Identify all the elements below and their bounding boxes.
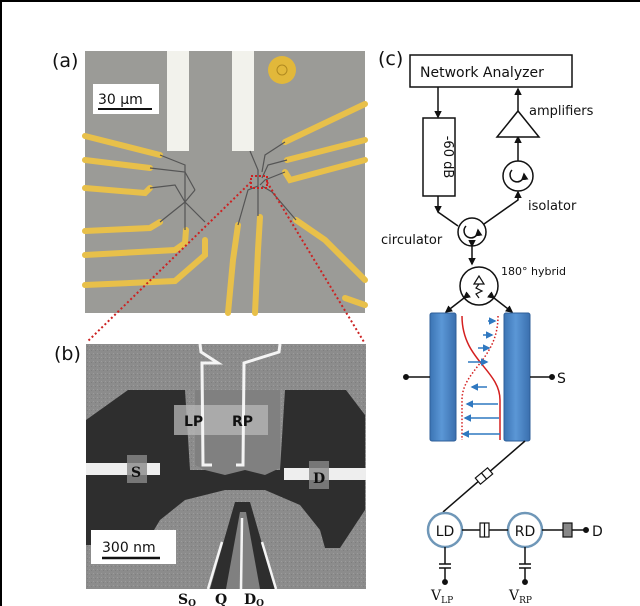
label-d: D — [313, 471, 325, 487]
vrp-label: VRP — [508, 588, 532, 606]
circulator-symbol — [457, 217, 487, 247]
coupling-capacitor — [474, 466, 494, 486]
d-terminal-label: D — [592, 524, 603, 540]
gate-wires — [198, 343, 282, 467]
amplifier-symbol — [495, 109, 541, 138]
fine-leads — [149, 141, 297, 230]
amplifiers-label: amplifiers — [529, 104, 594, 119]
scale-bar-label-a: 30 µm — [98, 92, 143, 108]
label-q: Q — [215, 592, 227, 606]
plunger-rp — [519, 547, 531, 585]
gate-highlight — [174, 405, 268, 435]
isolator-symbol — [502, 160, 534, 192]
label-dq: DQ — [244, 592, 264, 606]
resonator-right — [503, 312, 531, 442]
gold-leads — [82, 101, 368, 316]
source-lead — [86, 463, 160, 475]
panel-label-b: (b) — [54, 343, 81, 365]
label-lp: LP — [184, 414, 203, 430]
plunger-lp — [439, 547, 451, 585]
field-profile-solid — [461, 315, 501, 440]
panel-label-c: (c) — [378, 48, 404, 70]
scale-bar-label-b: 300 nm — [102, 540, 156, 556]
s-terminal-label: S — [557, 371, 566, 387]
vlp-label: VLP — [430, 588, 453, 606]
circulator-label: circulator — [381, 233, 443, 248]
label-sq: SQ — [178, 592, 196, 606]
attenuator-box — [422, 117, 456, 197]
attenuator-label: -60 dB — [440, 136, 455, 179]
rd-label: RD — [515, 524, 536, 540]
panel-a-micrograph: 30 µm — [82, 51, 368, 343]
alignment-dot — [268, 56, 296, 84]
panel-b-sem: LP RP S D 300 nm SQ Q DQ — [86, 343, 366, 606]
bond-pad-left — [167, 51, 189, 151]
network-analyzer-box — [409, 54, 573, 88]
drain-capacitor — [562, 522, 573, 538]
hybrid-label: 180° hybrid — [501, 265, 566, 278]
field-arrows — [461, 317, 500, 438]
label-rp: RP — [232, 414, 253, 430]
zoom-line-left — [86, 181, 252, 343]
network-analyzer-label: Network Analyzer — [420, 65, 544, 81]
ld-label: LD — [436, 524, 455, 540]
field-profile-dotted — [461, 315, 499, 440]
d-terminal-dot — [583, 527, 589, 533]
isolator-label: isolator — [528, 199, 577, 214]
bond-pad-right — [232, 51, 254, 151]
hybrid-symbol — [459, 266, 499, 306]
resonator-left — [429, 312, 457, 442]
label-s: S — [131, 465, 141, 481]
panel-c-schematic: Network Analyzer -60 dB circulator isola… — [381, 54, 603, 606]
dark-mesa — [86, 390, 365, 548]
left-terminal — [403, 374, 409, 380]
sensor-wires — [206, 517, 278, 590]
panel-label-a: (a) — [52, 50, 79, 72]
s-terminal-dot — [549, 374, 555, 380]
